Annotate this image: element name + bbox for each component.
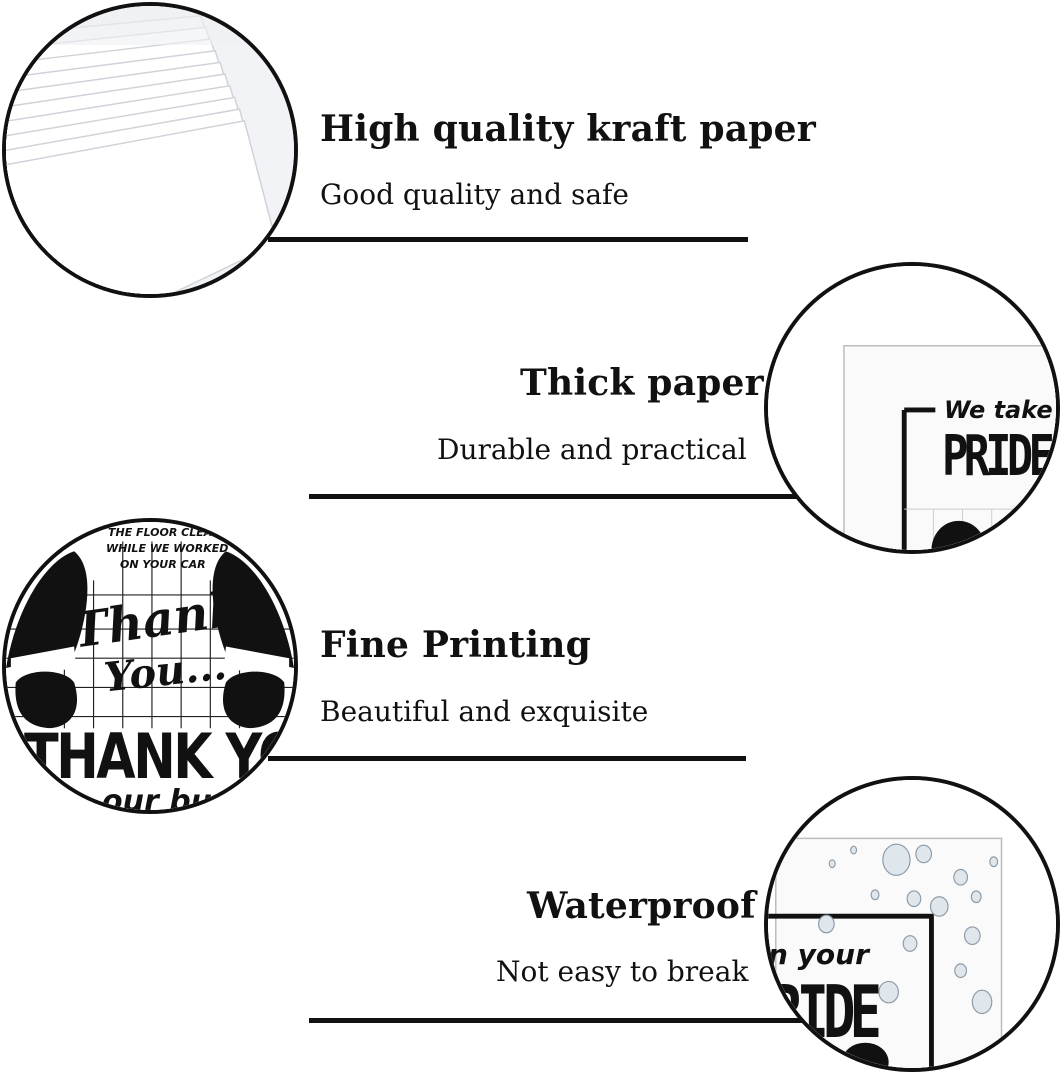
floor-text-1: THE FLOOR CLEAN <box>108 526 222 539</box>
business-text: our busi <box>102 784 241 814</box>
water-droplets-icon: n your RIDE <box>764 776 1060 1072</box>
feature-title: Fine Printing <box>320 624 591 666</box>
divider-line <box>268 756 746 761</box>
pride-sign-icon: We take PRIDE <box>764 262 1060 554</box>
divider-line <box>309 1018 809 1023</box>
feature-title: Thick paper <box>520 362 764 404</box>
feature-subtitle: Durable and practical <box>437 433 747 466</box>
feature-subtitle: Beautiful and exquisite <box>320 695 649 728</box>
divider-line <box>268 237 748 242</box>
feature-subtitle: Good quality and safe <box>320 178 629 211</box>
divider-line <box>309 494 809 499</box>
thank-you-big: THANK YOU <box>24 720 298 793</box>
pride-line2: PRIDE <box>942 424 1055 489</box>
floor-text-3: ON YOUR CAR <box>120 558 206 571</box>
thank-you-print-icon: THE FLOOR CLEAN WHILE WE WORKED ON YOUR … <box>2 518 298 814</box>
paper-stack-icon <box>2 2 298 298</box>
feature-subtitle: Not easy to break <box>496 955 749 988</box>
water-line1: n your <box>768 938 869 971</box>
floor-text-2: WHILE WE WORKED <box>106 542 229 555</box>
water-line2: RIDE <box>770 970 882 1054</box>
pride-line1: We take <box>944 396 1053 424</box>
feature-title: Waterproof <box>527 885 756 927</box>
feature-title: High quality kraft paper <box>320 108 816 150</box>
